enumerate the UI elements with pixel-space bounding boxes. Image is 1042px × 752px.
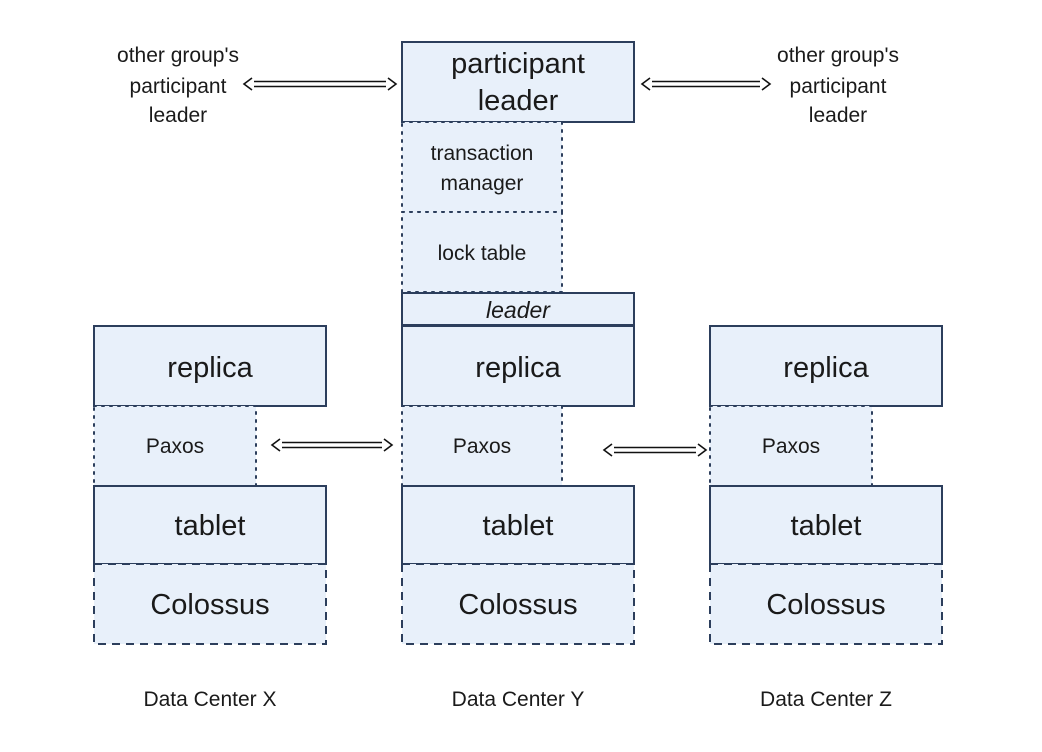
other-group-left: other group's participant leader [117, 44, 239, 127]
tablet-box-z [709, 485, 943, 565]
arrow-paxos-x-to-y [270, 438, 394, 452]
colossus-box-x [93, 563, 327, 645]
other-group-left-line2: participant [130, 75, 227, 98]
arrow-left-to-participant [242, 77, 398, 91]
paxos-box-y [401, 405, 563, 487]
replica-box-z [709, 325, 943, 407]
replica-box-y [401, 325, 635, 407]
colossus-box-y [401, 563, 635, 645]
leader-badge: leader [401, 292, 635, 326]
datacenter-label-y: Data Center Y [452, 688, 585, 711]
datacenter-z: replica Paxos tablet Colossus Data Cente… [709, 325, 943, 711]
tablet-label-x: tablet [175, 510, 246, 542]
colossus-box-z [709, 563, 943, 645]
colossus-label-z: Colossus [766, 589, 885, 621]
tablet-label-y: tablet [483, 510, 554, 542]
other-group-left-line1: other group's [117, 44, 239, 67]
participant-leader-line1: participant [451, 48, 585, 80]
replica-label-z: replica [783, 352, 869, 384]
tablet-box-y [401, 485, 635, 565]
other-group-left-line3: leader [149, 104, 207, 127]
arrow-participant-to-right [640, 77, 772, 91]
other-group-right-line3: leader [809, 104, 867, 127]
datacenter-y: replica Paxos tablet Colossus Data Cente… [401, 325, 635, 711]
participant-leader-line2: leader [478, 85, 559, 117]
arrow-paxos-y-to-z [602, 443, 708, 457]
tablet-label-z: tablet [791, 510, 862, 542]
replica-label-y: replica [475, 352, 561, 384]
other-group-right-line1: other group's [777, 44, 899, 67]
leader-label: leader [486, 297, 551, 323]
replica-label-x: replica [167, 352, 253, 384]
participant-leader-box: participant leader [401, 41, 635, 123]
paxos-label-y: Paxos [453, 435, 511, 458]
paxos-label-z: Paxos [762, 435, 820, 458]
tablet-box-x [93, 485, 327, 565]
paxos-box-z [709, 405, 873, 487]
datacenter-label-x: Data Center X [143, 688, 276, 711]
paxos-box-x [93, 405, 257, 487]
transaction-manager-box: transaction manager [401, 121, 563, 213]
transaction-manager-line2: manager [441, 172, 524, 195]
other-group-right: other group's participant leader [777, 44, 899, 127]
paxos-label-x: Paxos [146, 435, 204, 458]
datacenter-x: replica Paxos tablet Colossus Data Cente… [93, 325, 327, 711]
transaction-manager-line1: transaction [431, 142, 534, 165]
datacenter-label-z: Data Center Z [760, 688, 892, 711]
replica-box-x [93, 325, 327, 407]
other-group-right-line2: participant [790, 75, 887, 98]
colossus-label-y: Colossus [458, 589, 577, 621]
lock-table-label: lock table [438, 242, 527, 265]
lock-table-box: lock table [401, 211, 563, 293]
colossus-label-x: Colossus [150, 589, 269, 621]
